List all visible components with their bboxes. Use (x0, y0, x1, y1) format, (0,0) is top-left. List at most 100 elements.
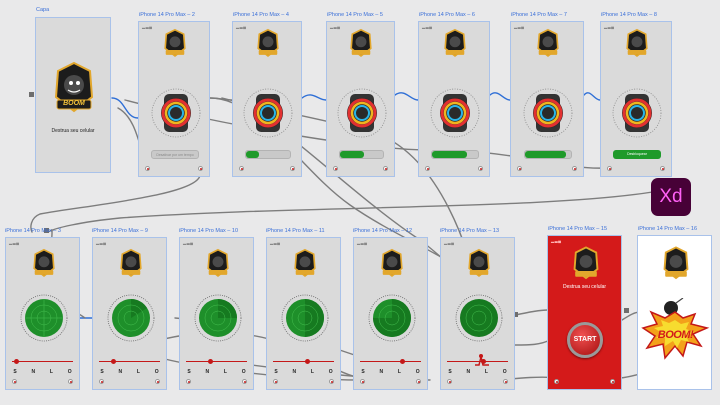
nav-next-dot[interactable] (416, 379, 421, 384)
boom-logo-text: BOOM (63, 100, 85, 107)
nav-back-dot[interactable] (447, 379, 452, 384)
nav-back-dot[interactable] (99, 379, 104, 384)
nav-back-dot[interactable] (554, 379, 559, 384)
nav-next-dot[interactable] (329, 379, 334, 384)
boom-bomb-logo-icon (663, 246, 689, 280)
range-knob[interactable] (481, 359, 486, 364)
progress-field (524, 150, 572, 159)
artboard-label: iPhone 14 Pro Max – 11 (266, 228, 325, 234)
range-knob[interactable] (400, 359, 405, 364)
artboard-screen-13[interactable]: ▂▃▄ S N L O (440, 237, 515, 390)
nav-next-dot[interactable] (68, 379, 73, 384)
boom-bomb-logo-icon (294, 248, 316, 278)
compass-letters: S N L O (93, 369, 166, 375)
status-bar: ▂▃▄ (142, 24, 153, 29)
artboard-screen-2[interactable]: ▂▃▄ Desativar por um tempo (138, 21, 210, 177)
range-bar (12, 361, 73, 362)
nav-next-dot[interactable] (290, 166, 295, 171)
nav-next-dot[interactable] (198, 166, 203, 171)
nav-back-dot[interactable] (145, 166, 150, 171)
status-bar: ▂▃▄ (9, 240, 20, 245)
radar-icon (281, 294, 329, 342)
radar-icon (107, 294, 155, 342)
smartwatch-timer-icon (612, 88, 662, 138)
boom-bomb-logo-icon (207, 248, 229, 278)
range-knob[interactable] (111, 359, 116, 364)
artboard-label: iPhone 14 Pro Max – 6 (419, 12, 475, 18)
nav-back-dot[interactable] (425, 166, 430, 171)
progress-fill (525, 151, 567, 158)
nav-next-dot[interactable] (383, 166, 388, 171)
nav-back-dot[interactable] (333, 166, 338, 171)
progress-fill (246, 151, 260, 158)
compass-l: L (223, 369, 227, 375)
range-bar (273, 361, 334, 362)
artboard-screen-12[interactable]: ▂▃▄ S N L O (353, 237, 428, 390)
status-bar: ▂▃▄ (357, 240, 368, 245)
artboard-screen-3[interactable]: ▂▃▄ S N L O (5, 237, 80, 390)
nav-back-dot[interactable] (360, 379, 365, 384)
artboard-screen-10[interactable]: ▂▃▄ S N L O (179, 237, 254, 390)
boom-bomb-logo-icon (381, 248, 403, 278)
nav-next-dot[interactable] (610, 379, 615, 384)
compass-o: O (241, 369, 246, 375)
range-knob[interactable] (14, 359, 19, 364)
artboard-label: Capa (36, 7, 50, 13)
nav-next-dot[interactable] (572, 166, 577, 171)
compass-letters: S N L O (6, 369, 79, 375)
compass-l: L (397, 369, 401, 375)
artboard-screen-5[interactable]: ▂▃▄ (326, 21, 395, 177)
range-knob[interactable] (208, 359, 213, 364)
artboard-screen-4[interactable]: ▂▃▄ (232, 21, 302, 177)
nav-next-dot[interactable] (478, 166, 483, 171)
compass-l: L (136, 369, 140, 375)
status-bar: ▂▃▄ (514, 24, 525, 29)
status-bar: ▂▃▄ (270, 240, 281, 245)
unlock-button[interactable]: Desbloquear (613, 150, 661, 159)
compass-n: N (466, 369, 471, 375)
nav-back-dot[interactable] (273, 379, 278, 384)
artboard-label: iPhone 14 Pro Max – 10 (179, 228, 239, 234)
smartwatch-timer-icon (151, 88, 201, 138)
nav-back-dot[interactable] (239, 166, 244, 171)
nav-back-dot[interactable] (186, 379, 191, 384)
nav-back-dot[interactable] (517, 166, 522, 171)
artboard-screen-8[interactable]: ▂▃▄ Desbloquear (600, 21, 672, 177)
radar-icon (455, 294, 503, 342)
status-bar: ▂▃▄ (330, 24, 341, 29)
compass-s: S (361, 369, 365, 375)
artboard-screen-6[interactable]: ▂▃▄ (418, 21, 490, 177)
disable-time-input[interactable]: Desativar por um tempo (151, 150, 199, 159)
artboard-label: iPhone 14 Pro Max – 13 (440, 228, 500, 234)
artboard-screen-11[interactable]: ▂▃▄ S N L O (266, 237, 341, 390)
artboard-capa[interactable]: BOOM Destrua seu celular (35, 17, 111, 173)
nav-back-dot[interactable] (12, 379, 17, 384)
nav-next-dot[interactable] (155, 379, 160, 384)
progress-field (431, 150, 479, 159)
compass-o: O (415, 369, 420, 375)
range-bar (360, 361, 421, 362)
range-bar (186, 361, 247, 362)
nav-next-dot[interactable] (242, 379, 247, 384)
smartwatch-timer-icon (430, 88, 480, 138)
artboard-screen-7[interactable]: ▂▃▄ (510, 21, 584, 177)
nav-back-dot[interactable] (607, 166, 612, 171)
artboard-screen-16[interactable]: BOOM! (637, 235, 712, 390)
boom-bomb-logo-icon (257, 28, 279, 58)
smartwatch-timer-icon (337, 88, 387, 138)
artboard-screen-9[interactable]: ▂▃▄ S N L O (92, 237, 167, 390)
status-bar: ▂▃▄ (183, 240, 194, 245)
range-bar (99, 361, 160, 362)
nav-next-dot[interactable] (503, 379, 508, 384)
artboard-label: iPhone 14 Pro Max – 16 (638, 226, 698, 232)
compass-n: N (292, 369, 297, 375)
artboard-label: iPhone 14 Pro Max – 4 (233, 12, 289, 18)
boom-bomb-logo-icon (626, 28, 648, 58)
boom-bomb-logo-icon (120, 248, 142, 278)
artboard-screen-15[interactable]: ▂▃▄ Destrua seu celular START (547, 235, 622, 390)
start-button[interactable]: START (567, 322, 603, 358)
range-knob[interactable] (305, 359, 310, 364)
nav-next-dot[interactable] (660, 166, 665, 171)
boom-bomb-logo-icon (164, 28, 186, 58)
compass-o: O (154, 369, 159, 375)
